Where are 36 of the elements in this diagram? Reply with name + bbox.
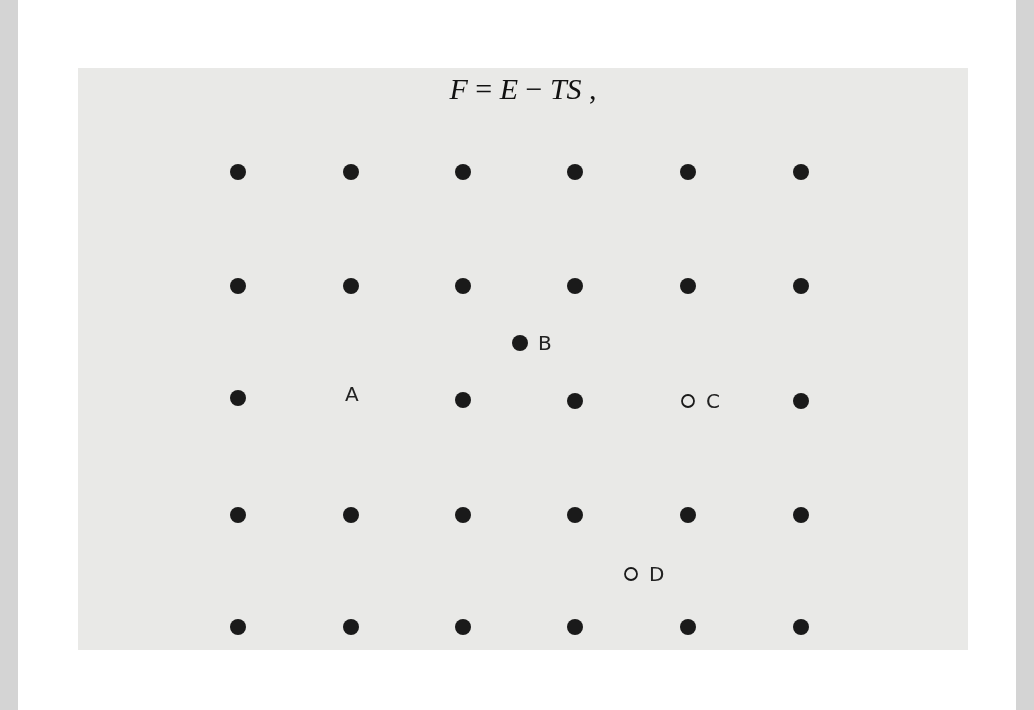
- atom-dot: [566, 392, 584, 410]
- atom-dot: [566, 618, 584, 636]
- atom-dot: [454, 506, 472, 524]
- atom-dot: [229, 389, 247, 407]
- atom-dot: [454, 163, 472, 181]
- atom-dot: [454, 391, 472, 409]
- atom-dot: [566, 506, 584, 524]
- atom-dot: [566, 163, 584, 181]
- atom-dot: [679, 277, 697, 295]
- open-circle: [679, 392, 697, 410]
- atom-dot: [229, 618, 247, 636]
- atom-dot: [342, 163, 360, 181]
- atom-dot: [679, 506, 697, 524]
- atom-dot: [792, 392, 810, 410]
- atom-dot: [229, 506, 247, 524]
- atom-dot: [511, 334, 529, 352]
- vacancy-label: A: [345, 383, 359, 405]
- defect-label: B: [538, 332, 552, 354]
- atom-dot: [792, 277, 810, 295]
- atom-dot: [342, 506, 360, 524]
- atom-dot: [792, 506, 810, 524]
- defect-label: D: [649, 563, 665, 585]
- atom-dot: [342, 277, 360, 295]
- atom-dot: [454, 618, 472, 636]
- defect-label: C: [706, 390, 720, 412]
- atom-dot: [792, 618, 810, 636]
- atom-dot: [566, 277, 584, 295]
- atom-dot: [679, 618, 697, 636]
- atom-dot: [679, 163, 697, 181]
- atom-dot: [454, 277, 472, 295]
- atom-dot: [792, 163, 810, 181]
- open-circle: [622, 565, 640, 583]
- equation: F = E − TS ,: [449, 72, 597, 105]
- atom-dot: [342, 618, 360, 636]
- atom-dot: [229, 277, 247, 295]
- atom-dot: [229, 163, 247, 181]
